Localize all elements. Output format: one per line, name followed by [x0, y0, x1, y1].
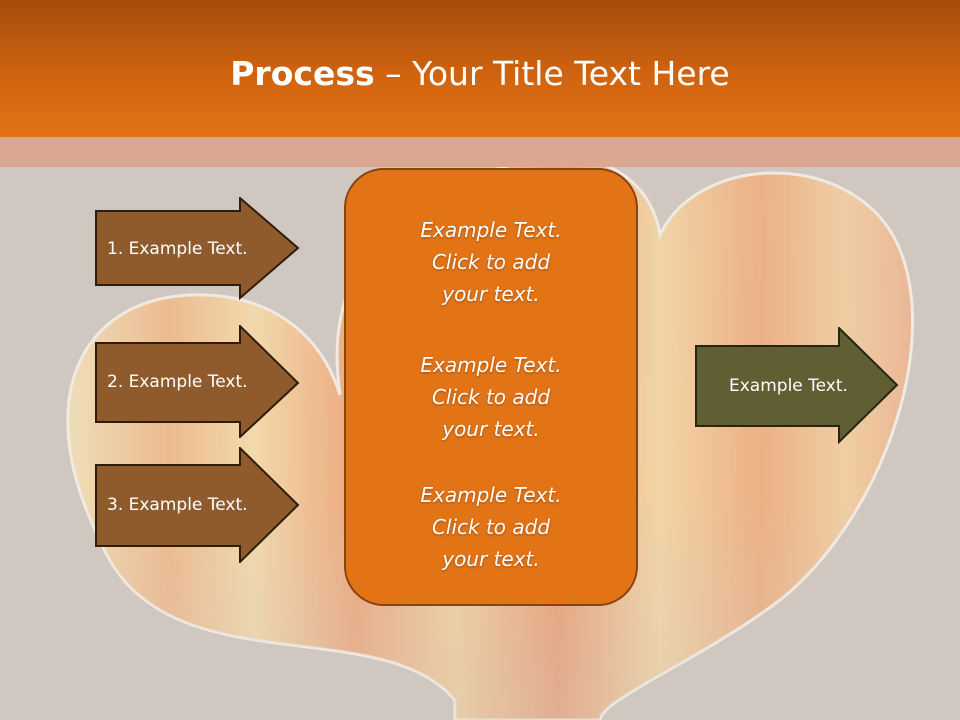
title-bar — [0, 0, 960, 137]
left-arrow-2[interactable]: 2. Example Text. — [95, 325, 301, 438]
center-block-1-line2: Click to add — [431, 250, 551, 274]
left-arrow-1[interactable]: 1. Example Text. — [95, 197, 301, 300]
title-bold: Process — [230, 54, 375, 93]
center-block-3-line2: Click to add — [431, 515, 551, 539]
right-arrow[interactable]: Example Text. — [695, 327, 900, 444]
center-block-2-line1: Example Text. — [420, 353, 562, 377]
header-strip — [0, 137, 960, 167]
center-block-2-line2: Click to add — [431, 385, 551, 409]
center-block-1-line1: Example Text. — [420, 218, 562, 242]
right-arrow-label: Example Text. — [729, 375, 848, 396]
arrow-right-icon — [695, 327, 899, 444]
left-arrow-3-label: 3. Example Text. — [107, 495, 248, 515]
center-block-1-line3: your text. — [442, 282, 540, 306]
title-rest: – Your Title Text Here — [374, 54, 730, 93]
arrow-right-icon — [95, 325, 300, 438]
left-arrow-3[interactable]: 3. Example Text. — [95, 447, 301, 563]
center-block-2-line3: your text. — [442, 417, 540, 441]
left-arrow-1-label: 1. Example Text. — [107, 238, 248, 259]
left-arrow-2-label: 2. Example Text. — [107, 371, 248, 392]
center-block-1: Example Text. Click to add your text. — [346, 214, 636, 310]
center-block-3-line3: your text. — [442, 547, 540, 571]
arrow-right-icon — [95, 447, 300, 563]
slide-title: Process – Your Title Text Here — [0, 52, 960, 96]
center-text-box[interactable]: Example Text. Click to add your text. Ex… — [344, 168, 638, 606]
center-block-2: Example Text. Click to add your text. — [346, 349, 636, 445]
center-block-3-line1: Example Text. — [420, 483, 562, 507]
center-block-3: Example Text. Click to add your text. — [346, 479, 636, 575]
arrow-right-icon — [95, 197, 300, 300]
